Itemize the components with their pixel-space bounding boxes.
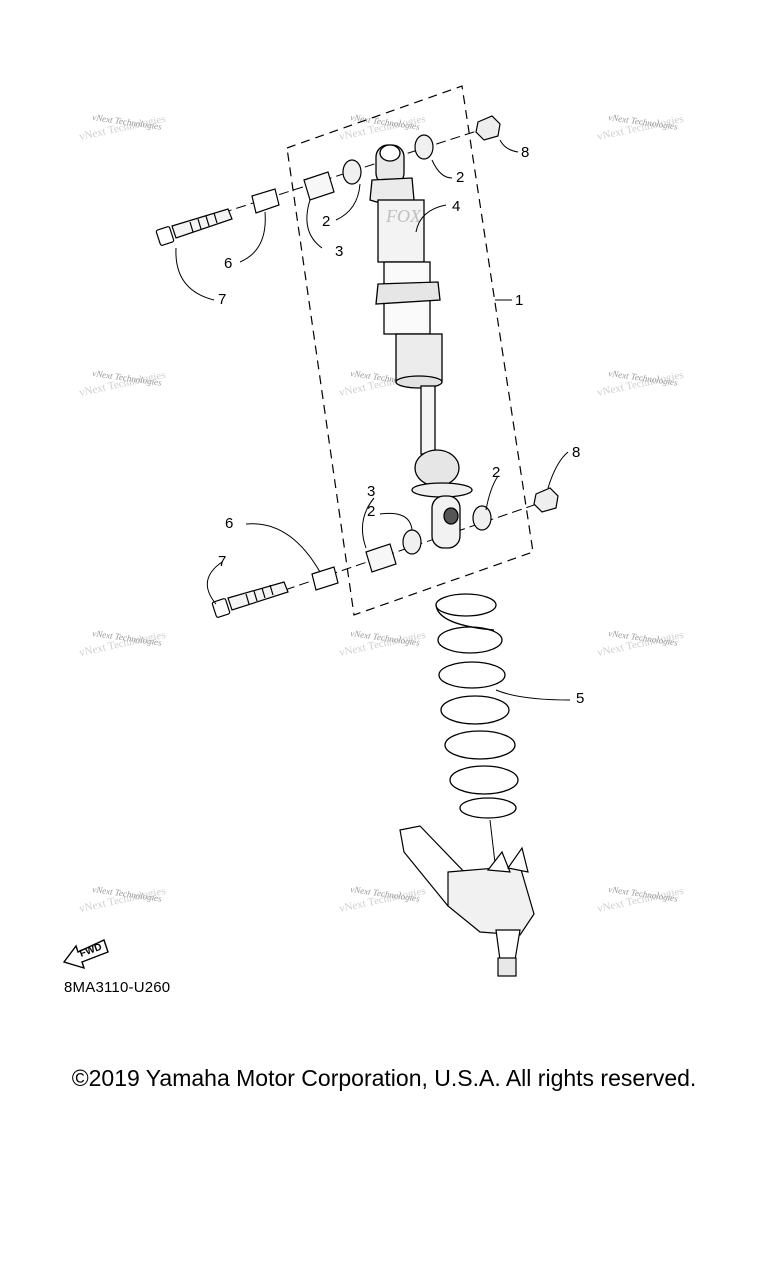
callout-6-lower: 6 <box>225 515 233 532</box>
lower-a-arm <box>399 825 535 977</box>
callout-8-upper: 8 <box>521 144 529 161</box>
shock-assembly-box <box>286 85 534 616</box>
watermark: vNext Technologies vNext Technologies <box>78 112 167 143</box>
callouts: 8 2 2 3 4 6 7 1 8 2 3 2 6 7 5 <box>218 144 584 707</box>
callout-3-upper: 3 <box>335 243 343 260</box>
callout-3-lower: 3 <box>367 483 375 500</box>
nut-lower <box>533 487 559 513</box>
watermark: vNext Technologies vNext Technologies <box>596 368 685 399</box>
fox-logo: FOX <box>385 206 422 226</box>
watermark: vNext Technologies vNext Technologies <box>78 628 167 659</box>
coil-spring <box>435 593 519 819</box>
lower-hardware <box>211 487 559 618</box>
watermark: vNext Technologies vNext Technologies <box>596 884 685 915</box>
callout-1: 1 <box>515 292 523 309</box>
callout-2-lower-right: 2 <box>492 464 500 481</box>
watermark: vNext Technologies vNext Technologies <box>596 112 685 143</box>
callout-6-upper: 6 <box>224 255 232 272</box>
shock-absorber: FOX <box>369 144 473 549</box>
spacer-lower-left <box>402 529 422 555</box>
leader-lines <box>175 139 571 701</box>
spacer-upper-left <box>342 159 362 185</box>
bushing-upper <box>303 171 335 201</box>
watermark: vNext Technologies vNext Technologies <box>78 884 167 915</box>
nut-upper <box>475 115 501 141</box>
upper-hardware <box>155 115 501 246</box>
callout-4: 4 <box>452 198 460 215</box>
bolt-lower <box>211 581 289 618</box>
collar-upper <box>251 188 280 214</box>
bushing-lower <box>365 543 397 573</box>
watermark: vNext Technologies vNext Technologies <box>338 112 427 143</box>
spacer-lower-right <box>472 505 492 531</box>
watermark: vNext Technologies vNext Technologies <box>338 884 427 915</box>
watermark: vNext Technologies vNext Technologies <box>78 368 167 399</box>
fwd-arrow-icon: FWD <box>62 939 109 970</box>
callout-2-upper-right: 2 <box>456 169 464 186</box>
callout-7-lower: 7 <box>218 553 226 570</box>
spacer-upper-right <box>414 134 434 160</box>
callout-2-upper-left: 2 <box>322 213 330 230</box>
callout-2-lower-left: 2 <box>367 503 375 520</box>
callout-7-upper: 7 <box>218 291 226 308</box>
bolt-upper <box>155 208 233 246</box>
copyright-notice: ©2019 Yamaha Motor Corporation, U.S.A. A… <box>71 1065 697 1091</box>
callout-8-lower: 8 <box>572 444 580 461</box>
watermark: vNext Technologies vNext Technologies <box>338 628 427 659</box>
diagram-code: 8MA3110-U260 <box>64 979 171 996</box>
collar-lower <box>311 566 339 591</box>
callout-5: 5 <box>576 690 584 707</box>
watermark: vNext Technologies vNext Technologies <box>596 628 685 659</box>
